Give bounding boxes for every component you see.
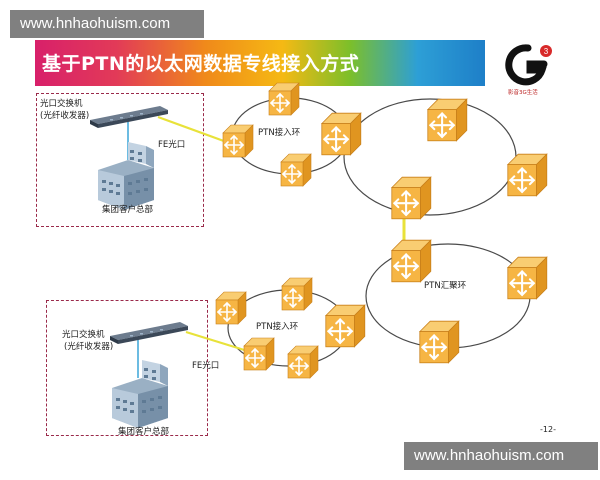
building-icon	[98, 142, 154, 210]
fe-port-label-bottom: FE光口	[192, 361, 220, 371]
ptn-node-icon	[426, 98, 468, 142]
page-title: 基于PTN的以太网数据专线接入方式	[42, 53, 360, 75]
ptn-node-icon	[506, 256, 548, 300]
switch-sublabel-top: (光纤收发器)	[40, 111, 90, 121]
fe-link-top	[157, 115, 233, 146]
aggregation-ring-label: PTN汇聚环	[424, 281, 467, 291]
ptn-node-icon	[243, 337, 275, 371]
ptn-node-icon	[281, 277, 313, 311]
ptn-node-icon	[215, 291, 247, 325]
logo-badge: 3	[544, 47, 549, 56]
hq-label-bottom: 集团客户总部	[118, 427, 170, 437]
hq-label-top: 集团客户总部	[102, 205, 154, 215]
access-ring-label-top: PTN接入环	[258, 128, 301, 138]
watermark-top: www.hnhaohuism.com	[10, 10, 204, 38]
building-icon	[112, 360, 168, 428]
optical-switch-icon	[90, 106, 168, 128]
access-ring-label-bottom: PTN接入环	[256, 322, 299, 332]
logo-caption: 影音3G生活	[508, 90, 538, 96]
ptn-node-icon	[222, 124, 254, 158]
customer-site-bottom	[46, 300, 208, 436]
title-banner	[35, 40, 485, 86]
switch-label-bottom: 光口交换机	[62, 330, 105, 340]
ptn-node-icon	[280, 153, 312, 187]
fe-link-bottom	[185, 330, 255, 355]
ptn-node-icon	[324, 304, 366, 348]
switch-sublabel-bottom: (光纤收发器)	[64, 342, 114, 352]
fe-port-label-top: FE光口	[158, 140, 186, 150]
switch-label-top: 光口交换机	[40, 99, 83, 109]
watermark-bottom: www.hnhaohuism.com	[404, 442, 598, 470]
ptn-node-icon	[287, 345, 319, 379]
page-number: -12-	[540, 425, 556, 434]
ptn-node-icon	[418, 320, 460, 364]
g3-logo-icon: 3	[494, 40, 570, 90]
ptn-node-icon	[390, 239, 432, 283]
optical-switch-icon	[110, 322, 188, 344]
customer-site-top	[36, 93, 204, 227]
ptn-node-icon	[390, 176, 432, 220]
ptn-node-icon	[320, 112, 362, 156]
ptn-node-icon	[268, 82, 300, 116]
ptn-node-icon	[506, 153, 548, 197]
